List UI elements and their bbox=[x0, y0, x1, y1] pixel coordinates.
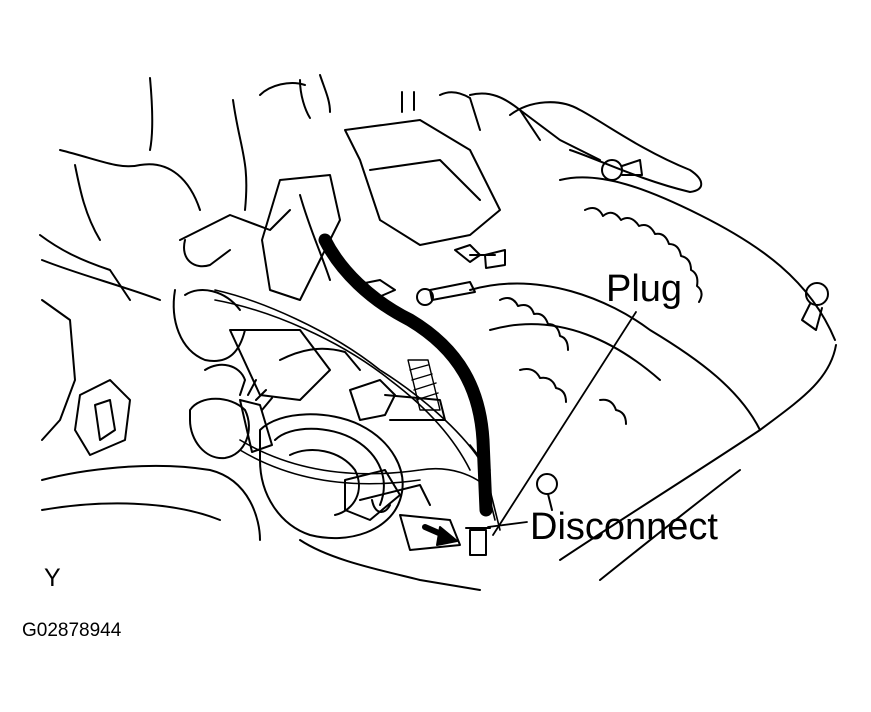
plug-label: Plug bbox=[606, 268, 683, 310]
leader-lines bbox=[487, 311, 637, 536]
disconnect-leader-line bbox=[487, 521, 528, 528]
view-letter-label: Y bbox=[44, 564, 61, 592]
plug-leader-line bbox=[492, 311, 637, 536]
disconnect-label: Disconnect bbox=[530, 506, 718, 548]
disconnect-arrow bbox=[422, 524, 458, 546]
vacuum-hose bbox=[318, 233, 493, 517]
bolt-assembly bbox=[416, 244, 506, 306]
figure-id-label: G02878944 bbox=[22, 620, 122, 641]
intake-duct bbox=[469, 159, 837, 581]
hatched-bracket bbox=[407, 359, 441, 411]
plug-part bbox=[465, 527, 491, 556]
throttle-body bbox=[189, 279, 461, 551]
cables bbox=[214, 289, 501, 531]
engine-background bbox=[39, 74, 703, 591]
